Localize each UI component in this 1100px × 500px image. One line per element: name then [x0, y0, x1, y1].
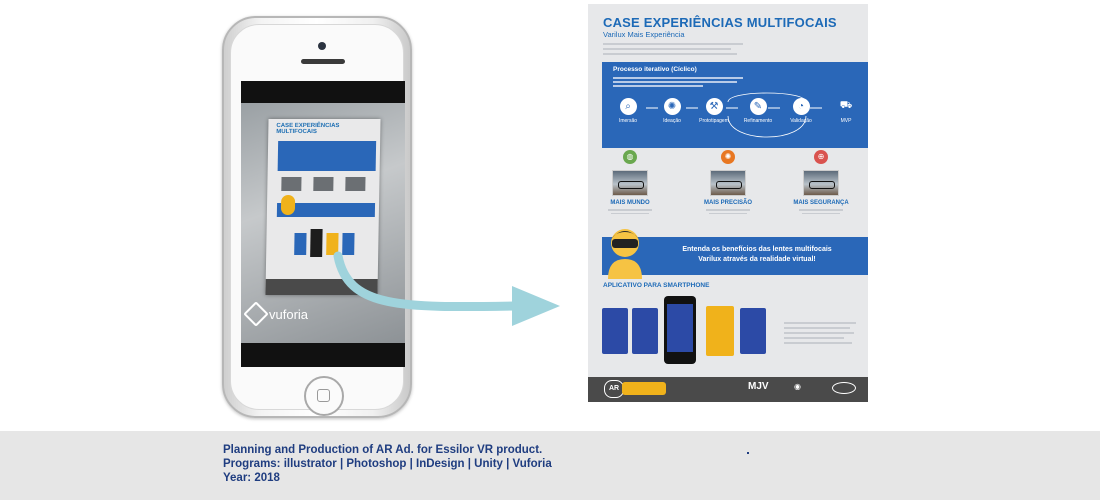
mini-screen-1 — [294, 233, 307, 255]
step-label: Ideação — [663, 118, 681, 124]
ar-download-pill — [622, 382, 666, 395]
truck-icon: ⛟ — [839, 100, 853, 111]
phone-speaker — [301, 59, 345, 64]
app-phone-frame — [664, 296, 696, 364]
mini-poster-title: CASE EXPERIÊNCIAS MULTIFOCAIS — [276, 123, 340, 135]
step-label: Validação — [790, 118, 812, 124]
home-square-icon — [317, 389, 330, 402]
mini-image-2 — [313, 177, 334, 191]
eye-logo-icon: ◉ — [794, 382, 801, 391]
mini-band-process — [277, 141, 377, 171]
vuforia-logo: vuforia — [243, 301, 309, 327]
step-mvp: ⛟ MVP — [826, 98, 866, 124]
intro-text-line — [603, 53, 737, 55]
poster-title: CASE EXPERIÊNCIAS MULTIFOCAIS — [603, 15, 837, 30]
process-band — [602, 62, 868, 148]
step-prototipagem: ⚒ Prototipagem — [694, 98, 734, 124]
step-refinamento: ✎ Refinamento — [738, 98, 778, 124]
caption-programs: Programs: illustrator | Photoshop | InDe… — [223, 458, 552, 470]
benefit-text-line — [799, 209, 843, 211]
benefit-label: MAIS SEGURANÇA — [793, 200, 849, 206]
benefit-text-line — [611, 212, 649, 214]
vuforia-icon — [243, 301, 269, 327]
step-validacao: ◔ Validação — [781, 98, 821, 124]
app-section-title: APLICATIVO PARA SMARTPHONE — [603, 282, 710, 289]
app-phone-screen — [667, 304, 693, 352]
home-button[interactable] — [304, 376, 344, 416]
process-text-line — [613, 77, 743, 79]
process-text-line — [613, 81, 737, 83]
app-text-line — [784, 332, 854, 334]
mjv-logo: MJV — [748, 381, 769, 392]
cta-line-2: Varilux através da realidade virtual! — [698, 256, 816, 263]
app-screen-5 — [740, 308, 766, 354]
globe-icon: ◍ — [623, 150, 637, 164]
app-screen-2 — [632, 308, 658, 354]
process-title: Processo iterativo (Cíclico) — [613, 66, 697, 73]
gauge-icon: ◔ — [792, 98, 810, 115]
benefit-mais-seguranca: ⊕ MAIS SEGURANÇA — [786, 150, 856, 214]
target-icon: ✺ — [721, 150, 735, 164]
intro-text-line — [603, 48, 731, 50]
crosshair-icon: ⊕ — [814, 150, 828, 164]
phone-mockup: CASE EXPERIÊNCIAS MULTIFOCAIS vuforia — [222, 16, 412, 418]
benefit-text-line — [802, 212, 840, 214]
mini-image-1 — [281, 177, 302, 191]
tools-icon: ⚒ — [705, 98, 723, 115]
process-text-line — [613, 85, 703, 87]
process-cycle-arrows — [646, 92, 822, 138]
step-label: Prototipagem — [699, 118, 729, 124]
vuforia-label: vuforia — [269, 306, 309, 322]
lightbulb-icon: ✺ — [663, 98, 681, 115]
phone-body: CASE EXPERIÊNCIAS MULTIFOCAIS vuforia — [230, 24, 405, 416]
curved-arrow-icon — [333, 251, 560, 326]
glasses-photo — [710, 170, 746, 196]
intro-text-line — [603, 43, 743, 45]
cta-band: Entenda os benefícios das lentes multifo… — [602, 237, 868, 275]
glasses-photo — [612, 170, 648, 196]
pencil-icon: ✎ — [749, 98, 767, 115]
benefit-mais-mundo: ◍ MAIS MUNDO — [595, 150, 665, 214]
app-screen-4 — [706, 306, 734, 356]
cta-text: Entenda os benefícios das lentes multifo… — [652, 245, 862, 265]
app-text-line — [784, 342, 852, 344]
phone-screen: CASE EXPERIÊNCIAS MULTIFOCAIS vuforia — [241, 81, 405, 367]
caption-year: Year: 2018 — [223, 472, 280, 484]
app-text-line — [784, 322, 856, 324]
step-imersao: ⌕ Imersão — [608, 98, 648, 124]
step-label: MVP — [840, 118, 852, 124]
app-text-line — [784, 327, 850, 329]
caption-bar — [0, 431, 1100, 500]
mini-screen-2 — [310, 229, 323, 257]
mini-avatar — [280, 195, 296, 215]
benefit-text-line — [608, 209, 652, 211]
benefit-text-line — [706, 209, 750, 211]
step-label: Imersão — [618, 118, 638, 124]
app-screen-1 — [602, 308, 628, 354]
ar-badge: AR — [604, 380, 624, 398]
app-text-line — [784, 337, 844, 339]
benefit-label: MAIS MUNDO — [610, 200, 650, 206]
step-ideacao: ✺ Ideação — [652, 98, 692, 124]
step-label: Refinamento — [743, 118, 773, 124]
vr-avatar-icon — [608, 229, 642, 279]
cta-line-1: Entenda os benefícios das lentes multifo… — [682, 246, 832, 253]
glasses-photo — [803, 170, 839, 196]
benefit-text-line — [709, 212, 747, 214]
caption-title: Planning and Production of AR Ad. for Es… — [223, 444, 543, 456]
benefit-label: MAIS PRECISÃO — [703, 200, 752, 206]
poster-subtitle: Varilux Mais Experiência — [603, 30, 685, 39]
magnifier-icon: ⌕ — [619, 98, 637, 115]
benefit-mais-precisao: ✺ MAIS PRECISÃO — [693, 150, 763, 214]
mini-image-3 — [345, 177, 366, 191]
ar-poster: CASE EXPERIÊNCIAS MULTIFOCAIS Varilux Ma… — [588, 4, 868, 402]
varilux-logo-icon — [832, 382, 856, 394]
front-camera — [318, 42, 326, 50]
decorative-dot — [747, 452, 749, 454]
